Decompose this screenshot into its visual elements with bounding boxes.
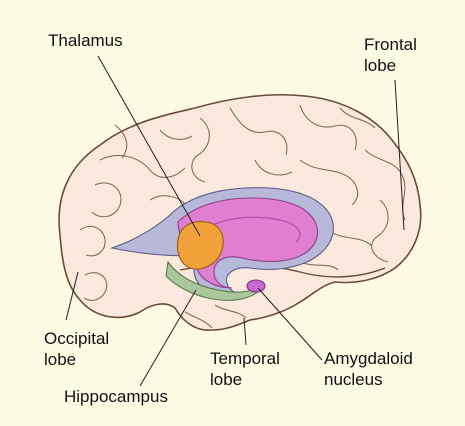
occipital-lobe-label: Occipital lobe (44, 328, 109, 370)
amygdala-shape (247, 280, 265, 292)
frontal-lobe-label: Frontal lobe (364, 34, 417, 76)
amygdaloid-nucleus-label: Amygdaloid nucleus (324, 348, 413, 390)
hippocampus-label: Hippocampus (64, 386, 168, 407)
temporal-lobe-label: Temporal lobe (210, 348, 280, 390)
thalamus-label: Thalamus (48, 30, 123, 51)
